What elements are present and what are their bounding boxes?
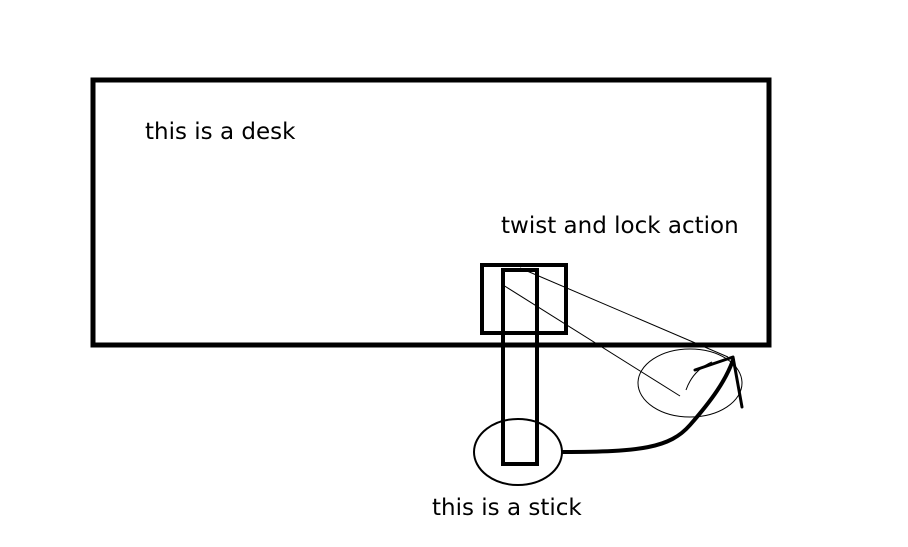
- desk-label: this is a desk: [145, 119, 296, 145]
- stick-label: this is a stick: [432, 495, 582, 521]
- zoom-line-top: [519, 267, 729, 358]
- action-label: twist and lock action: [501, 213, 739, 239]
- twist-arrow-head: [693, 355, 744, 409]
- desk-rectangle: [90, 77, 772, 348]
- magnified-ellipse: [637, 348, 743, 418]
- lock-housing-box: [480, 263, 568, 335]
- magnified-twist-curve: [685, 361, 713, 391]
- stick-base-ellipse: [473, 418, 563, 486]
- stick-rectangle: [501, 268, 539, 466]
- twist-arrow-curve: [561, 358, 735, 454]
- zoom-line-bottom: [502, 284, 681, 397]
